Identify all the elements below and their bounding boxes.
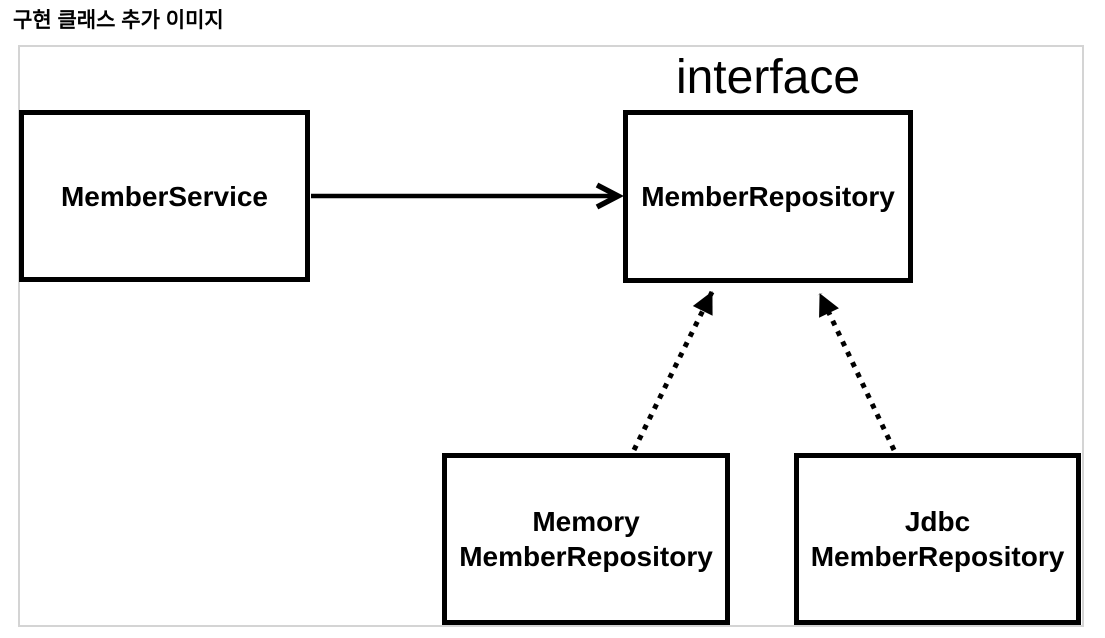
node-jdbc-member-repository: Jdbc MemberRepository	[794, 453, 1081, 625]
node-member-repository-label: MemberRepository	[641, 181, 895, 212]
node-jdbc-label-line2: MemberRepository	[810, 541, 1065, 572]
node-jdbc-label-line1: Jdbc	[904, 506, 971, 537]
interface-label: interface	[675, 51, 861, 104]
node-member-repository: MemberRepository	[623, 110, 913, 283]
node-memory-label-line2: MemberRepository	[459, 541, 713, 572]
node-memory-label-line1: Memory	[532, 506, 640, 537]
node-member-service: MemberService	[19, 110, 310, 282]
node-memory-member-repository: Memory MemberRepository	[442, 453, 730, 625]
node-member-service-label: MemberService	[60, 180, 268, 212]
page-title: 구현 클래스 추가 이미지	[13, 9, 224, 32]
